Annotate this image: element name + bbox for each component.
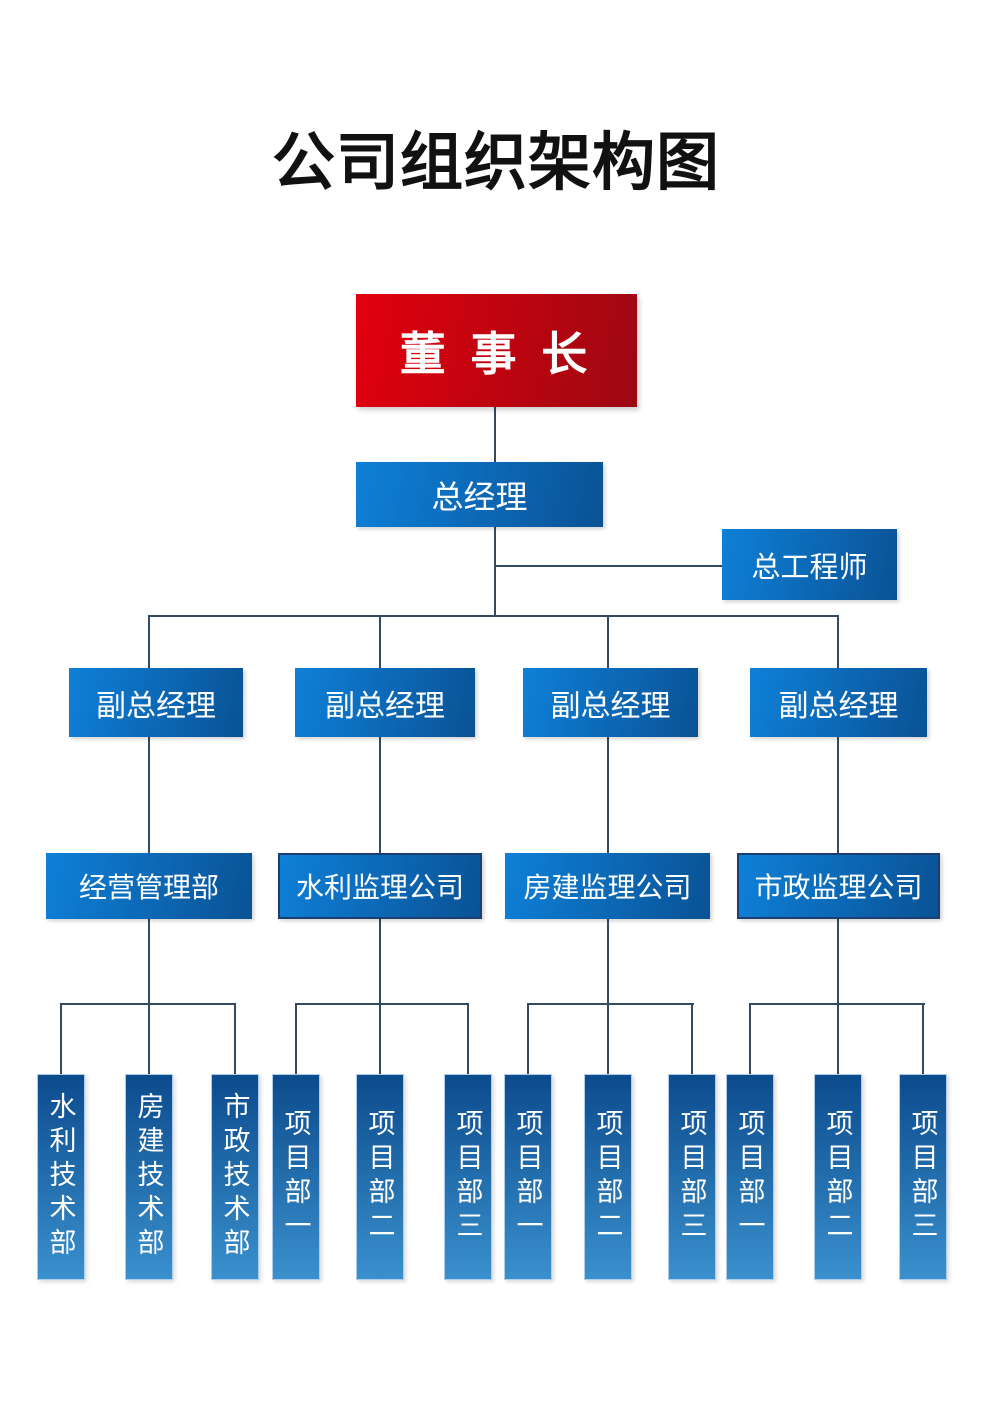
node-dept-housing-supervision: 房建监理公司 [505, 853, 710, 919]
connector-line [148, 615, 150, 668]
connector-line [837, 919, 839, 1003]
node-project-dept-municipal-2: 项目部二 [814, 1074, 862, 1280]
node-general-manager: 总经理 [356, 462, 603, 527]
node-chairman: 董 事 长 [356, 294, 637, 407]
node-deputy-manager-1: 副总经理 [69, 668, 243, 737]
connector-line [148, 1003, 150, 1074]
connector-line [148, 615, 839, 617]
connector-line [607, 919, 609, 1003]
connector-line [691, 1003, 693, 1074]
connector-line [148, 919, 150, 1003]
connector-line [607, 737, 609, 853]
connector-line [148, 737, 150, 853]
node-deputy-manager-2: 副总经理 [295, 668, 475, 737]
connector-line [607, 615, 609, 668]
node-dept-operations: 经营管理部 [46, 853, 252, 919]
connector-line [527, 1003, 694, 1005]
node-chief-engineer: 总工程师 [722, 529, 897, 600]
node-dept-water-supervision: 水利监理公司 [278, 853, 482, 919]
node-project-dept-municipal-1: 项目部一 [726, 1074, 774, 1280]
connector-line [922, 1003, 924, 1074]
connector-line [837, 615, 839, 668]
connector-line [494, 407, 496, 462]
connector-line [527, 1003, 529, 1074]
connector-line [496, 565, 722, 567]
node-project-dept-housing-3: 项目部三 [668, 1074, 716, 1280]
node-housing-tech-dept: 房建技术部 [125, 1074, 173, 1280]
node-municipal-tech-dept: 市政技术部 [211, 1074, 259, 1280]
connector-line [837, 1003, 839, 1074]
node-project-dept-municipal-3: 项目部三 [899, 1074, 947, 1280]
connector-line [494, 527, 496, 617]
connector-line [607, 1003, 609, 1074]
node-project-dept-water-2: 项目部二 [356, 1074, 404, 1280]
connector-line [379, 737, 381, 853]
connector-line [379, 1003, 381, 1074]
connector-line [60, 1003, 62, 1074]
node-deputy-manager-3: 副总经理 [523, 668, 698, 737]
node-dept-municipal-supervision: 市政监理公司 [737, 853, 940, 919]
connector-line [379, 919, 381, 1003]
connector-line [837, 737, 839, 853]
connector-line [749, 1003, 751, 1074]
connector-line [467, 1003, 469, 1074]
connector-line [234, 1003, 236, 1074]
node-project-dept-water-1: 项目部一 [272, 1074, 320, 1280]
node-deputy-manager-4: 副总经理 [750, 668, 927, 737]
connector-line [295, 1003, 469, 1005]
node-water-tech-dept: 水利技术部 [37, 1074, 85, 1280]
connector-line [295, 1003, 297, 1074]
node-project-dept-housing-1: 项目部一 [504, 1074, 552, 1280]
page-title: 公司组织架构图 [272, 128, 720, 198]
connector-line [379, 615, 381, 668]
node-project-dept-housing-2: 项目部二 [584, 1074, 632, 1280]
node-project-dept-water-3: 项目部三 [444, 1074, 492, 1280]
